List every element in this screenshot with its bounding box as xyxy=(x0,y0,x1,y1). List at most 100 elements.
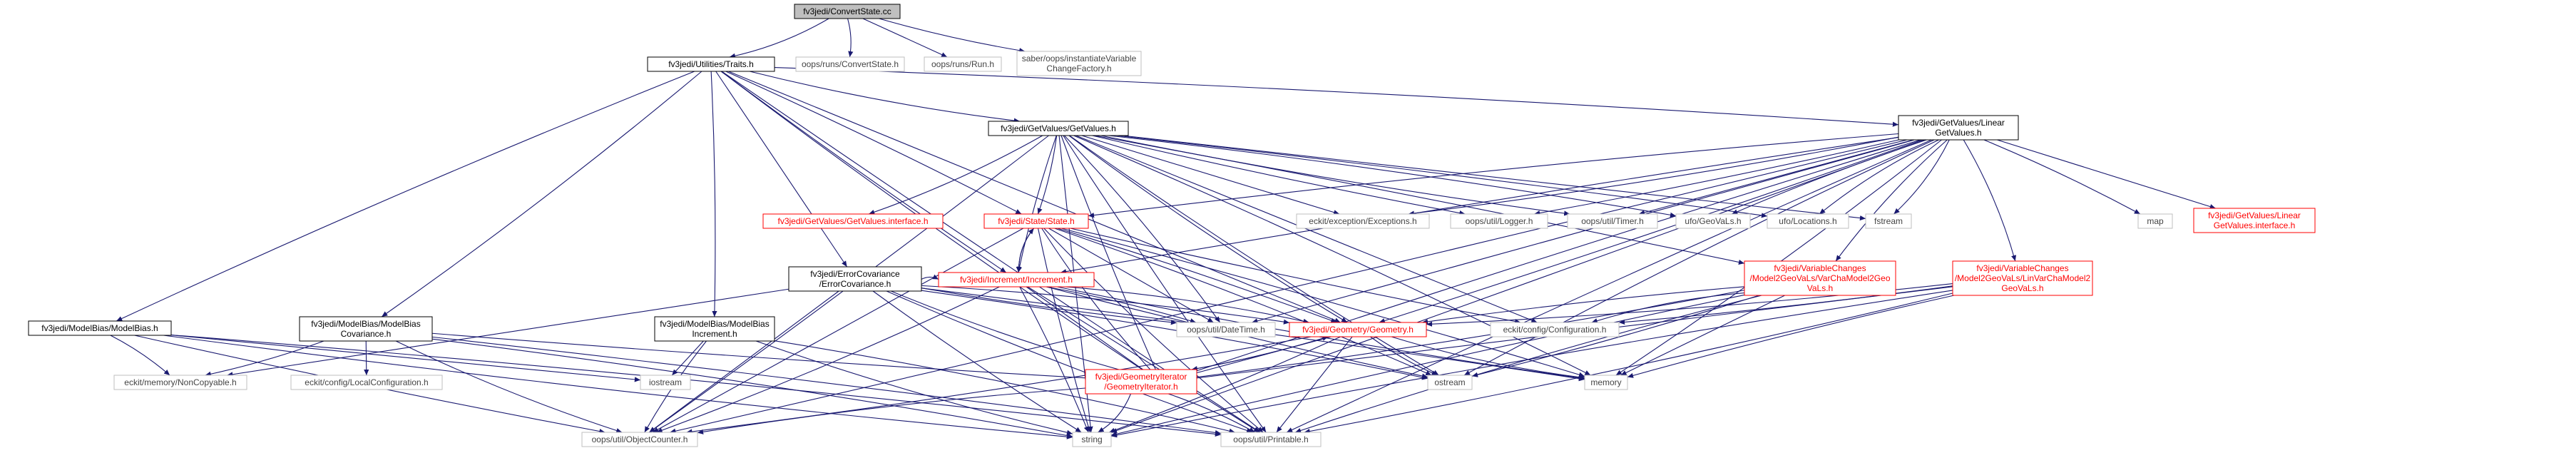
edge-n8-to-n26 xyxy=(1070,228,1521,325)
edge-n8-to-n32 xyxy=(1061,228,1585,377)
file-node-n8[interactable]: fv3jedi/State/State.h xyxy=(983,213,1089,229)
node-label: fv3jedi/Increment/Increment.h xyxy=(960,275,1073,285)
edge-n6-to-n16 xyxy=(1997,139,2216,210)
file-node-n1[interactable]: fv3jedi/Utilities/Traits.h xyxy=(647,56,775,72)
file-node-n16[interactable]: fv3jedi/GetValues/LinearGetValues.interf… xyxy=(2193,208,2316,233)
edge-n1-to-n8 xyxy=(725,71,1022,215)
edge-n6-to-n31 xyxy=(1463,139,1935,376)
file-node-n28[interactable]: eckit/config/LocalConfiguration.h xyxy=(290,375,443,390)
file-node-n4[interactable]: saber/oops/instantiateVariableChangeFact… xyxy=(1016,51,1142,76)
node-label: fv3jedi/GetValues/GetValues.h xyxy=(1001,123,1116,133)
node-label: oops/util/ObjectCounter.h xyxy=(592,434,688,444)
edge-n23-to-n29 xyxy=(671,340,704,376)
node-box xyxy=(1584,375,1628,390)
edge-n33-to-n35 xyxy=(1098,393,1132,433)
file-node-n29[interactable]: iostream xyxy=(640,375,691,390)
node-label: /ErrorCovariance.h xyxy=(819,279,891,289)
edge-n5-to-n18 xyxy=(1016,135,1057,273)
file-node-n12[interactable]: ufo/GeoVaLs.h xyxy=(1675,213,1751,229)
edge-n22-to-n27 xyxy=(205,340,324,377)
node-box xyxy=(1767,213,1849,229)
edge-n6-to-n14 xyxy=(1893,139,1950,215)
file-node-n35[interactable]: string xyxy=(1072,432,1112,447)
edge-n21-to-n36 xyxy=(170,334,1222,437)
node-label: oops/util/DateTime.h xyxy=(1187,325,1265,335)
edge-n17-to-n34 xyxy=(649,290,839,433)
file-node-n25[interactable]: fv3jedi/Geometry/Geometry.h xyxy=(1289,322,1427,337)
file-node-n5[interactable]: fv3jedi/GetValues/GetValues.h xyxy=(988,121,1129,136)
edge-n8-to-n30 xyxy=(1041,228,1156,376)
node-label: ostream xyxy=(1434,377,1465,387)
file-node-n13[interactable]: ufo/Locations.h xyxy=(1767,213,1849,229)
file-node-n17[interactable]: fv3jedi/ErrorCovariance/ErrorCovariance.… xyxy=(788,266,922,292)
edge-n22-to-n30 xyxy=(431,332,1142,384)
node-box xyxy=(988,121,1129,136)
file-node-n14[interactable]: fstream xyxy=(1865,213,1912,229)
node-box xyxy=(762,213,944,229)
file-node-n18[interactable]: fv3jedi/Increment/Increment.h xyxy=(938,272,1095,288)
edge-n6-to-n19 xyxy=(1835,139,1948,262)
edge-n18-to-n36 xyxy=(1027,286,1260,433)
edge-n5-to-n30 xyxy=(1060,135,1159,376)
file-node-n27[interactable]: eckit/memory/NonCopyable.h xyxy=(113,375,247,390)
file-node-n34[interactable]: oops/util/ObjectCounter.h xyxy=(581,432,698,447)
edge-n5-to-n10 xyxy=(1092,135,1466,216)
edge-n6-to-n20 xyxy=(1963,139,2017,262)
node-label: fv3jedi/Geometry/Geometry.h xyxy=(1302,325,1414,335)
file-node-n36[interactable]: oops/util/Printable.h xyxy=(1220,432,1322,447)
node-box xyxy=(1675,213,1751,229)
node-box xyxy=(1865,213,1912,229)
edge-n25-to-n35 xyxy=(1109,336,1341,433)
node-label: oops/runs/ConvertState.h xyxy=(802,59,899,69)
edge-n20-to-n36 xyxy=(1304,293,1953,434)
edge-n21-to-n29 xyxy=(170,335,641,382)
node-label: eckit/config/LocalConfiguration.h xyxy=(305,377,428,387)
node-label: iostream xyxy=(649,377,682,387)
file-node-n32[interactable]: memory xyxy=(1584,375,1628,390)
edge-n0-to-n3 xyxy=(862,18,948,58)
edge-n6-to-n32 xyxy=(1615,139,1942,376)
edge-n8-to-n31 xyxy=(1054,228,1432,376)
edge-n19-to-n25 xyxy=(1421,286,1745,325)
node-box xyxy=(924,56,1002,72)
file-node-n9[interactable]: eckit/exception/Exceptions.h xyxy=(1296,213,1430,229)
node-box xyxy=(1490,322,1620,337)
node-label: ufo/GeoVaLs.h xyxy=(1685,216,1741,226)
edge-n18-to-n35 xyxy=(1019,286,1089,433)
file-node-n31[interactable]: ostream xyxy=(1427,375,1473,390)
edge-n8-to-n36 xyxy=(1043,228,1264,433)
file-node-n33[interactable]: fv3jedi/GeometryIterator/GeometryIterato… xyxy=(1085,369,1197,395)
edge-n6-to-n18 xyxy=(1060,137,1899,275)
edge-n23-to-n36 xyxy=(774,340,1235,434)
edge-n8-to-n25 xyxy=(1057,228,1337,323)
node-label: oops/util/Timer.h xyxy=(1581,216,1644,226)
file-node-n21[interactable]: fv3jedi/ModelBias/ModelBias.h xyxy=(28,320,172,336)
file-node-n3[interactable]: oops/runs/Run.h xyxy=(924,56,1002,72)
file-node-n11[interactable]: oops/util/Timer.h xyxy=(1567,213,1658,229)
node-box xyxy=(299,316,433,342)
node-box xyxy=(1744,260,1896,296)
file-node-n24[interactable]: oops/util/DateTime.h xyxy=(1176,322,1276,337)
node-label: ChangeFactory.h xyxy=(1046,63,1111,73)
node-box xyxy=(1450,213,1548,229)
node-label: map xyxy=(2147,216,2164,226)
file-node-n26[interactable]: eckit/config/Configuration.h xyxy=(1490,322,1620,337)
file-node-n19[interactable]: fv3jedi/VariableChanges/Model2GeoVaLs/Va… xyxy=(1744,260,1896,296)
edge-n8-to-n24 xyxy=(1048,228,1214,323)
file-node-n20[interactable]: fv3jedi/VariableChanges/Model2GeoVaLs/Li… xyxy=(1952,260,2093,296)
file-node-n7[interactable]: fv3jedi/GetValues/GetValues.interface.h xyxy=(762,213,944,229)
file-node-n15[interactable]: map xyxy=(2137,213,2173,229)
node-label: oops/util/Printable.h xyxy=(1233,434,1308,444)
edge-n1-to-n6 xyxy=(774,66,1899,127)
file-node-n0: fv3jedi/ConvertState.cc xyxy=(794,4,901,19)
file-node-n2[interactable]: oops/runs/ConvertState.h xyxy=(795,56,905,72)
node-box xyxy=(28,320,172,336)
file-node-n10[interactable]: oops/util/Logger.h xyxy=(1450,213,1548,229)
edge-n1-to-n22 xyxy=(381,71,702,317)
file-nodes: fv3jedi/ConvertState.cc fv3jedi/Utilities… xyxy=(28,4,2316,447)
edge-n20-to-n32 xyxy=(1627,295,1955,378)
node-box xyxy=(2193,208,2316,233)
